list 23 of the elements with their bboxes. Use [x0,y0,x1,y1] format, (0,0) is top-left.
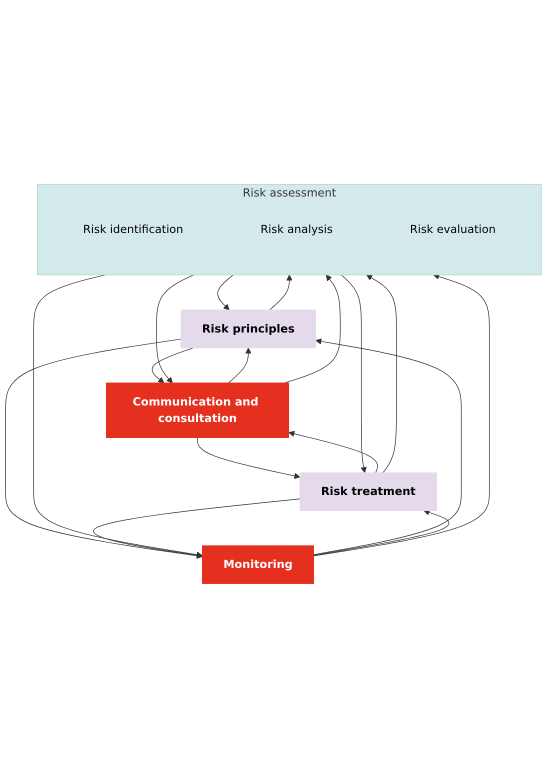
arrow [197,437,300,479]
node-box: Risk treatment [300,472,438,511]
arrow [366,274,397,474]
arrow [284,274,341,384]
arrow [5,338,203,559]
node-box: Risk principles [180,310,316,348]
arrow [340,274,367,474]
arrow [156,274,194,384]
arrow [288,430,378,474]
arrow [33,274,203,558]
arrow [228,348,252,384]
arrow [313,274,490,556]
arrow [152,348,194,384]
arrow [93,498,300,558]
arrow [313,338,462,555]
arrow [217,274,234,310]
node-text: Risk identification [83,222,184,236]
node-box: Communication and consultation [106,382,290,438]
node-text: Risk analysis [260,222,333,236]
arrow [313,510,450,556]
node-text: Risk evaluation [410,222,496,236]
node-box: Monitoring [202,545,314,584]
arrow [269,274,292,310]
